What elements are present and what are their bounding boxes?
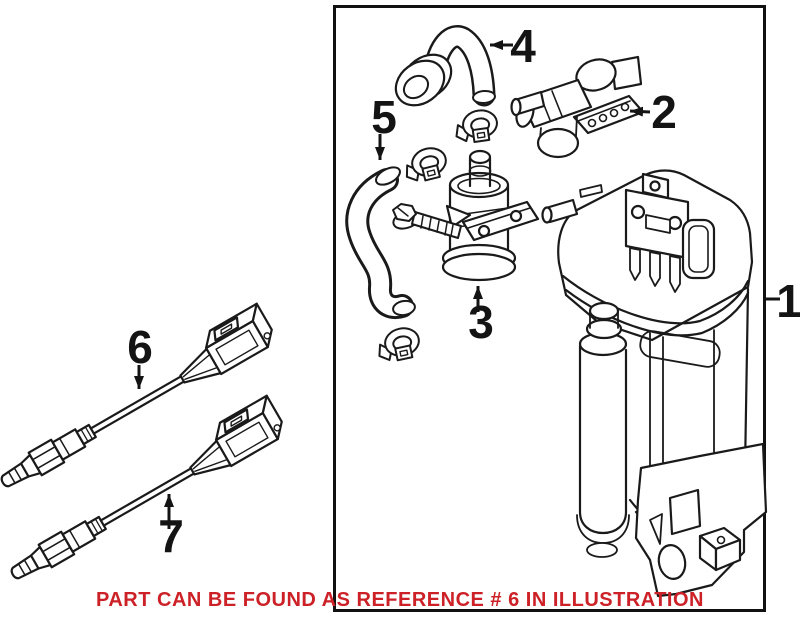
callout-arrows bbox=[134, 40, 780, 529]
evap-canister-drawing bbox=[541, 169, 768, 598]
curved-hose-drawing bbox=[345, 166, 416, 319]
callout-label-1: 1 bbox=[776, 275, 800, 327]
purge-valve-drawing bbox=[510, 55, 645, 159]
oxygen-sensor-7-drawing bbox=[0, 394, 290, 589]
callout-label-5: 5 bbox=[371, 91, 397, 143]
callout-label-7: 7 bbox=[158, 510, 184, 562]
callout-label-6: 6 bbox=[127, 321, 153, 373]
bolt-drawing bbox=[392, 203, 462, 239]
filter-canister-drawing bbox=[441, 149, 540, 282]
callout-label-4: 4 bbox=[510, 20, 536, 72]
reference-note: PART CAN BE FOUND AS REFERENCE # 6 IN IL… bbox=[96, 589, 704, 611]
vent-hose-drawing bbox=[394, 25, 496, 107]
callout-label-3: 3 bbox=[468, 296, 494, 348]
callout-label-2: 2 bbox=[651, 86, 677, 138]
